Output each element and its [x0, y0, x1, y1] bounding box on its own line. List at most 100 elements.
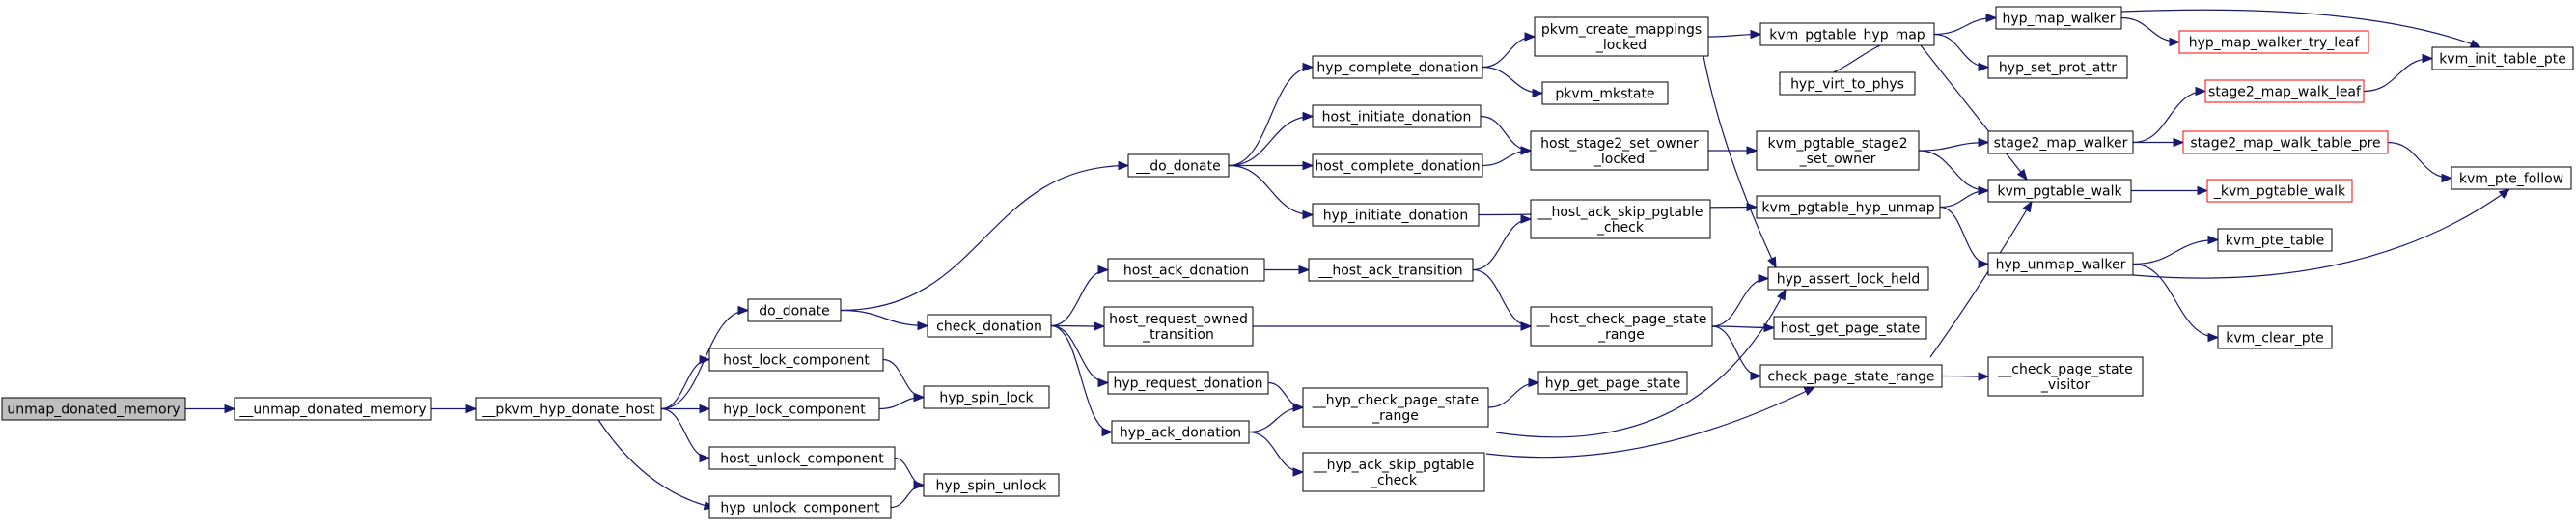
- node-box: [1541, 81, 1669, 105]
- arrowhead: [737, 305, 750, 316]
- node-__hyp_ack_skip_pgtable_check[interactable]: __hyp_ack_skip_pgtable_check: [1302, 452, 1485, 492]
- node-box: [747, 298, 842, 322]
- node-check_donation[interactable]: check_donation: [927, 314, 1052, 338]
- node-__host_ack_transition[interactable]: __host_ack_transition: [1308, 258, 1474, 282]
- edge-line: [1248, 431, 1304, 473]
- node-host_ack_donation[interactable]: host_ack_donation: [1107, 258, 1265, 282]
- edge-__pkvm_hyp_donate_host-to-host_lock_component: [660, 354, 711, 410]
- arrowhead: [1292, 467, 1305, 477]
- edge-__do_donate-to-host_initiate_donation: [1228, 111, 1315, 167]
- edge-line: [2132, 188, 2510, 279]
- node-host_complete_donation[interactable]: host_complete_donation: [1312, 153, 1483, 178]
- node-box: [708, 348, 884, 372]
- node-kvm_pgtable_hyp_unmap[interactable]: kvm_pgtable_hyp_unmap: [1756, 195, 1941, 219]
- node-box: [1530, 199, 1711, 239]
- node-box: [475, 397, 662, 421]
- node-hyp_spin_lock[interactable]: hyp_spin_lock: [923, 385, 1050, 409]
- edge-line: [1228, 115, 1314, 167]
- node-kvm_pgtable_stage2_set_owner[interactable]: kvm_pgtable_stage2_set_owner: [1756, 130, 1920, 171]
- node-hyp_initiate_donation[interactable]: hyp_initiate_donation: [1312, 203, 1480, 227]
- node-label: unmap_donated_memory: [7, 403, 180, 418]
- node-box: [1, 397, 186, 421]
- arrowhead: [2422, 53, 2434, 64]
- edge-line: [1472, 218, 1532, 271]
- node-label: hyp_complete_donation: [1316, 61, 1478, 76]
- node-host_lock_component[interactable]: host_lock_component: [708, 348, 884, 372]
- node-kvm_pte_table[interactable]: kvm_pte_table: [2217, 228, 2333, 252]
- node-hyp_map_walker_try_leaf[interactable]: hyp_map_walker_try_leaf: [2178, 30, 2369, 54]
- node-box: [1995, 6, 2122, 30]
- node-label: _transition: [1142, 327, 1214, 343]
- node-pkvm_create_mappings_locked[interactable]: pkvm_create_mappings_locked: [1534, 16, 1709, 57]
- arrowhead: [2173, 137, 2185, 148]
- node-label: __hyp_check_page_state: [1312, 393, 1479, 408]
- arrowhead: [2207, 235, 2220, 245]
- node-label: pkvm_create_mappings: [1541, 22, 1702, 38]
- node-kvm_clear_pte[interactable]: kvm_clear_pte: [2217, 325, 2333, 349]
- node-hyp_request_donation[interactable]: hyp_request_donation: [1107, 371, 1269, 395]
- node-hyp_set_prot_attr[interactable]: hyp_set_prot_attr: [1987, 55, 2128, 79]
- edge-line: [597, 419, 715, 509]
- node-stage2_map_walk_table_pre[interactable]: stage2_map_walk_table_pre: [2182, 130, 2389, 154]
- node-hyp_map_walker[interactable]: hyp_map_walker: [1995, 6, 2122, 30]
- node-__host_check_page_state_range[interactable]: __host_check_page_state_range: [1530, 306, 1713, 347]
- node-label: _visitor: [2040, 377, 2090, 393]
- node-box: [1987, 130, 2134, 154]
- edge-kvm_pgtable_hyp_map-to-kvm_pgtable_walk: [1920, 44, 2028, 181]
- node-kvm_pte_follow[interactable]: kvm_pte_follow: [2451, 166, 2572, 190]
- node-label: _locked: [1593, 152, 1645, 167]
- node-box: [1756, 195, 1941, 219]
- node-box: [1530, 306, 1713, 347]
- node-host_request_owned_transition[interactable]: host_request_owned_transition: [1103, 306, 1254, 347]
- edge-kvm_pgtable_stage2_set_owner-to-kvm_pgtable_walk: [1918, 150, 1990, 196]
- node-__hyp_check_page_state_range[interactable]: __hyp_check_page_state_range: [1302, 387, 1489, 428]
- node-hyp_get_page_state[interactable]: hyp_get_page_state: [1537, 371, 1688, 395]
- node-label: kvm_pgtable_hyp_unmap: [1761, 201, 1934, 216]
- node-hyp_unlock_component[interactable]: hyp_unlock_component: [708, 495, 892, 519]
- edge-pkvm_create_mappings_locked-to-kvm_pgtable_hyp_map: [1707, 29, 1762, 40]
- node-do_donate[interactable]: do_donate: [747, 298, 842, 322]
- node-host_get_page_state[interactable]: host_get_page_state: [1773, 316, 1927, 340]
- node-_kvm_pgtable_walk[interactable]: _kvm_pgtable_walk: [2206, 179, 2353, 203]
- node-label: host_stage2_set_owner: [1540, 136, 1699, 152]
- node-__do_donate[interactable]: __do_donate: [1127, 153, 1230, 178]
- node-label: _set_owner: [1799, 152, 1876, 167]
- node-host_stage2_set_owner_locked[interactable]: host_stage2_set_owner_locked: [1530, 130, 1709, 171]
- node-hyp_lock_component[interactable]: hyp_lock_component: [708, 397, 880, 421]
- node-stage2_map_walker[interactable]: stage2_map_walker: [1987, 130, 2134, 154]
- node-hyp_virt_to_phys[interactable]: hyp_virt_to_phys: [1779, 71, 1916, 96]
- node-__pkvm_hyp_donate_host[interactable]: __pkvm_hyp_donate_host: [475, 397, 662, 421]
- arrowhead: [2195, 86, 2207, 97]
- node-label: stage2_map_walker: [1994, 136, 2128, 152]
- node-hyp_unmap_walker[interactable]: hyp_unmap_walker: [1987, 252, 2134, 276]
- arrowhead: [1978, 185, 1990, 196]
- arrowhead: [1302, 209, 1315, 220]
- node-host_unlock_component[interactable]: host_unlock_component: [708, 446, 896, 470]
- arrowhead: [1750, 29, 1762, 40]
- node-kvm_init_table_pte[interactable]: kvm_init_table_pte: [2431, 46, 2574, 70]
- node-check_page_state_range[interactable]: check_page_state_range: [1759, 364, 1943, 388]
- node-__unmap_donated_memory[interactable]: __unmap_donated_memory: [234, 397, 432, 421]
- node-pkvm_mkstate[interactable]: pkvm_mkstate: [1541, 81, 1669, 105]
- node-box: [1987, 356, 2144, 397]
- arrowhead: [699, 453, 711, 463]
- edge-__hyp_check_page_state_range-to-check_page_state_range: [1485, 386, 1816, 459]
- node-kvm_pgtable_hyp_map[interactable]: kvm_pgtable_hyp_map: [1759, 22, 1935, 46]
- node-label: host_ack_donation: [1123, 264, 1249, 279]
- node-hyp_complete_donation[interactable]: hyp_complete_donation: [1312, 55, 1483, 79]
- edge-line: [1050, 268, 1109, 327]
- node-unmap_donated_memory[interactable]: unmap_donated_memory: [1, 397, 186, 421]
- node-hyp_spin_unlock[interactable]: hyp_spin_unlock: [923, 473, 1060, 497]
- node-kvm_pgtable_walk[interactable]: kvm_pgtable_walk: [1987, 179, 2132, 203]
- node-__host_ack_skip_pgtable_check[interactable]: __host_ack_skip_pgtable_check: [1530, 199, 1711, 239]
- arrowhead: [224, 404, 236, 414]
- node-hyp_ack_donation[interactable]: hyp_ack_donation: [1111, 420, 1250, 444]
- edge-hyp_ack_donation-to-__hyp_check_page_state_range: [1248, 403, 1305, 433]
- node-box: [1312, 55, 1483, 79]
- edge-line: [1918, 141, 1989, 152]
- node-hyp_assert_lock_held[interactable]: hyp_assert_lock_held: [1767, 266, 1929, 291]
- edge-line: [2132, 90, 2206, 144]
- node-__check_page_state_visitor[interactable]: __check_page_state_visitor: [1987, 356, 2144, 397]
- node-host_initiate_donation[interactable]: host_initiate_donation: [1312, 104, 1482, 128]
- node-stage2_map_walk_leaf[interactable]: stage2_map_walk_leaf: [2204, 79, 2365, 103]
